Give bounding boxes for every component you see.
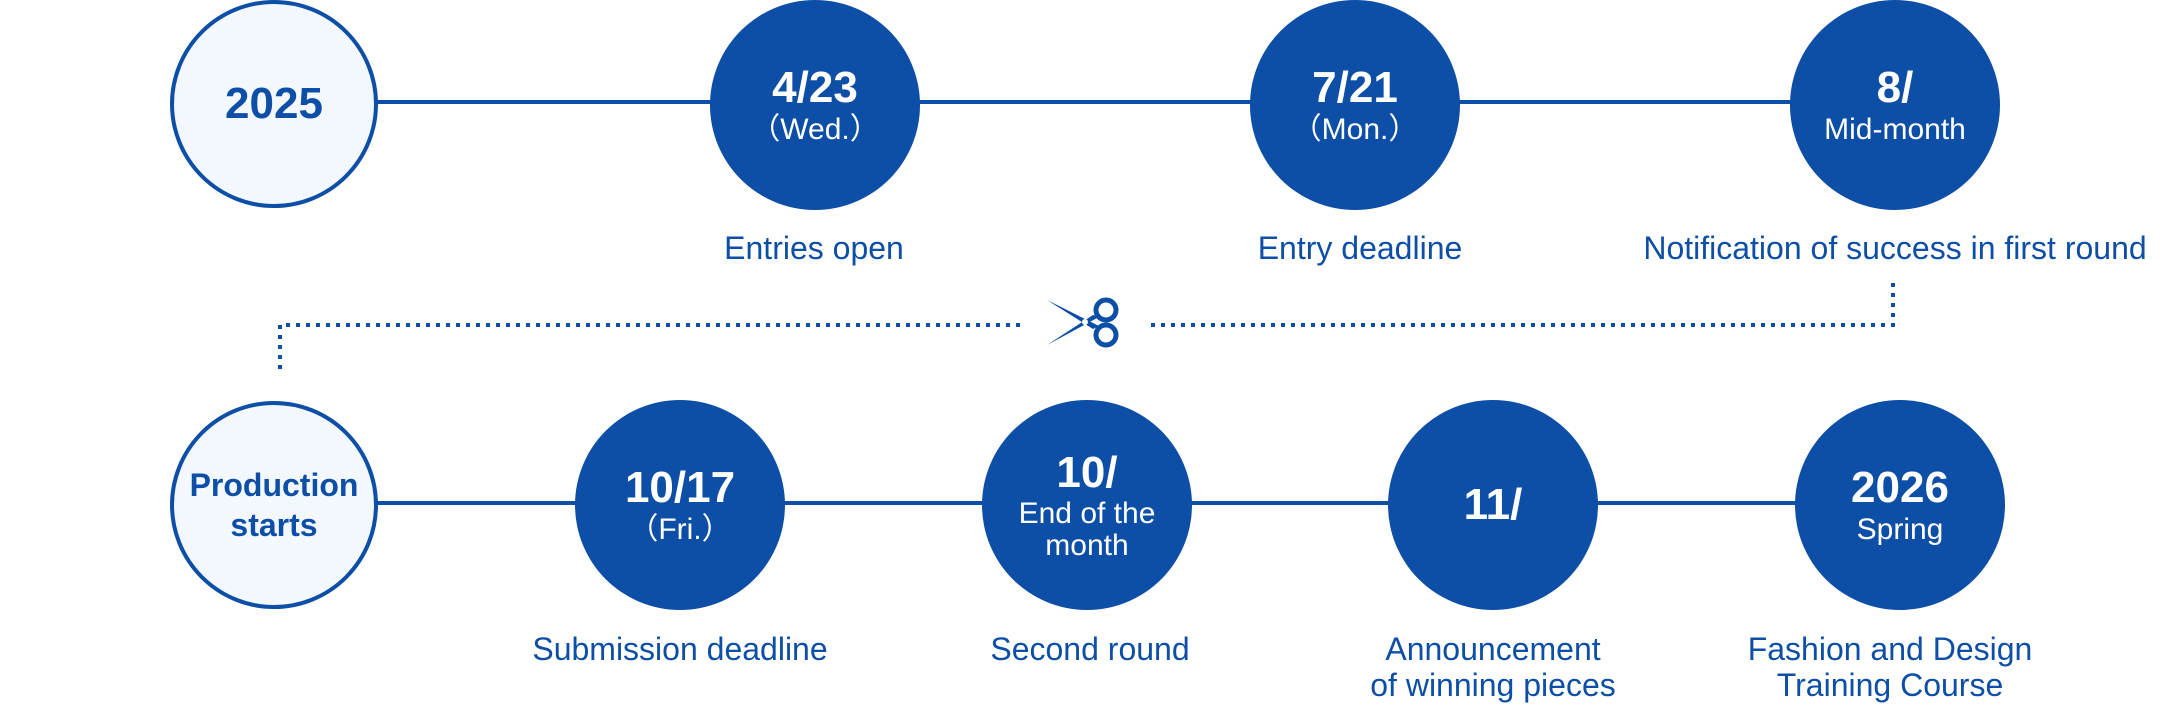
start-label-line2: starts [230, 507, 318, 543]
milestone-label: Submission deadline [532, 631, 828, 667]
dotted-connector [278, 283, 1895, 370]
milestone-date: 7/21 [1312, 63, 1398, 112]
milestone-day: （Mon.） [1291, 113, 1419, 146]
year-label: 2025 [225, 79, 323, 128]
milestone-label: Notification of success in first round [1643, 230, 2147, 266]
milestone-date: 10/ [1056, 448, 1118, 497]
milestone-label: Entries open [724, 230, 904, 266]
milestone-date: 4/23 [772, 63, 858, 112]
milestone-second-round: 10/ End of the month [982, 400, 1192, 610]
milestone-entries-open: 4/23 （Wed.） [710, 0, 920, 210]
milestone-submission-deadline: 10/17 （Fri.） [575, 400, 785, 610]
milestone-label-line2: of winning pieces [1370, 667, 1616, 703]
milestone-label: Second round [990, 631, 1190, 667]
milestone-label: Entry deadline [1257, 230, 1463, 266]
milestone-entry-deadline: 7/21 （Mon.） [1250, 0, 1460, 210]
milestone-winner-announcement: 11/ [1388, 400, 1598, 610]
milestone-season: Spring [1856, 513, 1944, 546]
milestone-sub-line1: End of the [1018, 497, 1156, 530]
milestone-day: Mid-month [1824, 113, 1966, 146]
milestone-date: 10/17 [624, 463, 736, 512]
milestone-date: 8/ [1876, 63, 1914, 112]
milestone-first-round-notification: 8/ Mid-month [1790, 0, 2000, 210]
milestone-day: （Wed.） [750, 113, 880, 146]
scissors-icon [1047, 297, 1119, 348]
milestone-day: （Fri.） [628, 513, 732, 546]
milestone-training-course: 2026 Spring [1795, 400, 2005, 610]
milestone-label-line1: Announcement [1385, 631, 1601, 667]
milestone-sub-line2: month [1045, 529, 1129, 562]
start-circle-2025: 2025 [170, 0, 378, 208]
milestone-label-line1: Fashion and Design [1747, 631, 2033, 667]
milestone-date: 2026 [1851, 463, 1949, 512]
start-circle-production: Production starts [170, 401, 378, 609]
milestone-label-line2: Training Course [1776, 667, 2004, 703]
milestone-date: 11/ [1463, 480, 1523, 529]
start-label-line1: Production [189, 467, 359, 503]
